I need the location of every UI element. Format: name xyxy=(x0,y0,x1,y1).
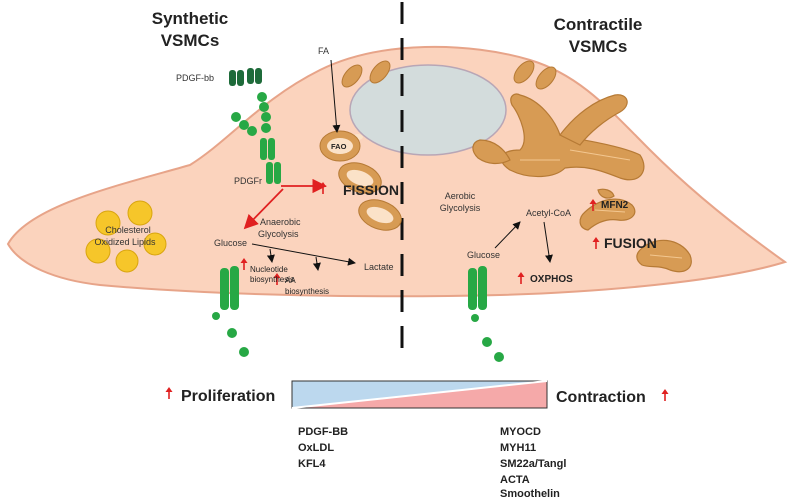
label-lactate: Lactate xyxy=(364,262,394,272)
label-acetyl-coa: Acetyl-CoA xyxy=(526,208,571,218)
label-pdgf-bb: PDGF-bb xyxy=(176,73,214,83)
marker-right-1: MYH11 xyxy=(500,442,536,454)
arrow-pdgfr-glucose xyxy=(243,188,284,230)
header-contractile-line1: Contractile xyxy=(554,15,643,34)
triangle-frame xyxy=(291,380,548,409)
arrow-fa-to-fao xyxy=(330,59,341,133)
label-aa: AA xyxy=(285,276,296,285)
marker-right-3: ACTA xyxy=(500,474,530,486)
header-synthetic-line1: Synthetic xyxy=(152,9,229,28)
lipid-droplets xyxy=(85,200,167,273)
nucleus xyxy=(349,64,507,156)
marker-right-0: MYOCD xyxy=(500,426,541,438)
label-glycolysis-left: Glycolysis xyxy=(258,229,299,239)
label-fission: FISSION xyxy=(343,182,399,198)
label-oxphos: OXPHOS xyxy=(530,274,573,285)
label-oxidized-lipids: Oxidized Lipids xyxy=(94,237,156,247)
label-nucleotide-biosynthesis: biosynthesis xyxy=(250,275,294,284)
mitochondria-fission xyxy=(338,162,402,231)
marker-left-0: PDGF-BB xyxy=(298,426,348,438)
label-anaerobic: Anaerobic xyxy=(260,217,301,227)
label-fusion: FUSION xyxy=(604,235,657,251)
up-arrow-contraction xyxy=(660,388,670,402)
mitochondria-network-cristae xyxy=(520,149,683,259)
up-arrow-proliferation xyxy=(164,386,174,400)
label-pdgfr: PDGFr xyxy=(234,176,262,186)
label-cholesterol: Cholesterol xyxy=(105,225,151,235)
label-fao: FAO xyxy=(331,142,347,151)
label-aerobic: Aerobic xyxy=(445,191,476,201)
label-fa: FA xyxy=(318,46,329,56)
arrow-glucose-lactate xyxy=(251,243,356,266)
glut-transporter-left xyxy=(212,266,249,357)
label-glucose-right: Glucose xyxy=(467,250,500,260)
arrow-to-nucleotide xyxy=(266,248,275,263)
marker-right-2: SM22a/Tangl xyxy=(500,458,566,470)
pdgf-bb-ligand xyxy=(229,68,262,86)
label-glycolysis-right: Glycolysis xyxy=(440,203,481,213)
pdgf-receptor xyxy=(231,92,281,184)
mitochondria-network xyxy=(472,93,692,273)
header-synthetic-line2: VSMCs xyxy=(161,31,220,50)
label-glucose-left: Glucose xyxy=(214,238,247,248)
arrow-to-aa xyxy=(312,256,321,271)
glut-transporter-right xyxy=(468,266,504,362)
mitochondrion-fao xyxy=(319,130,361,162)
header-contractile-line2: VSMCs xyxy=(569,37,628,56)
label-nucleotide: Nucleotide xyxy=(250,265,288,274)
marker-left-2: KFL4 xyxy=(298,458,326,470)
arrow-acetyl-oxphos xyxy=(543,221,553,263)
mitochondria-small-right xyxy=(513,60,557,90)
arrow-glucose-acetyl xyxy=(494,221,521,249)
label-contraction: Contraction xyxy=(556,389,646,406)
marker-right-4: Smoothelin xyxy=(500,488,560,499)
label-aa-biosynthesis: biosynthesis xyxy=(285,287,329,296)
label-mfn2: MFN2 xyxy=(601,200,629,211)
label-proliferation: Proliferation xyxy=(181,388,275,405)
marker-left-1: OxLDL xyxy=(298,442,334,454)
